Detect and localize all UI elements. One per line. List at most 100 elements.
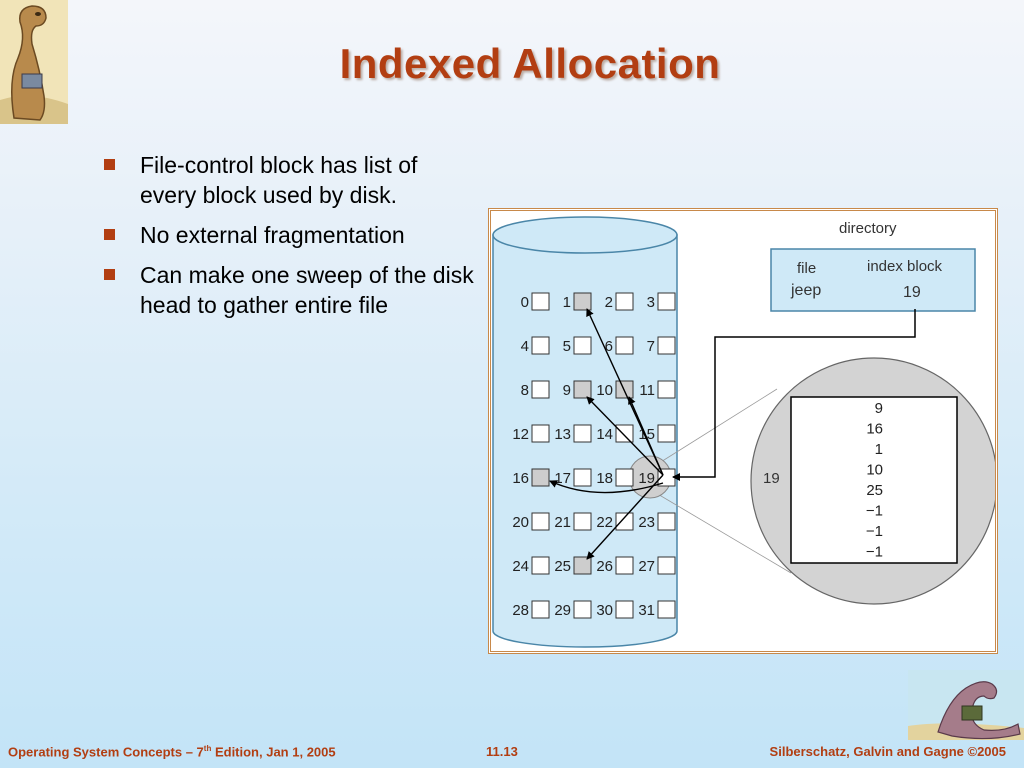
disk-block xyxy=(657,600,676,619)
disk-block-label: 22 xyxy=(596,514,613,531)
footer-page-number: 11.13 xyxy=(486,744,518,759)
disk-block xyxy=(615,556,634,575)
disk-block-label: 16 xyxy=(512,470,529,487)
disk-block xyxy=(657,292,676,311)
index-block-entry: 25 xyxy=(866,482,883,499)
zoom-line-top xyxy=(655,388,778,466)
pointer-arrow xyxy=(549,480,664,494)
index-block-entry: 10 xyxy=(866,462,883,479)
disk-block xyxy=(657,424,676,443)
disk-top xyxy=(492,216,678,254)
bullet-item: File-control block has list of every blo… xyxy=(104,150,474,210)
index-block-entry: 1 xyxy=(875,441,883,458)
disk-block-label: 6 xyxy=(605,338,613,355)
disk-block-label: 0 xyxy=(521,294,529,311)
disk-block xyxy=(573,380,592,399)
disk-block-label: 25 xyxy=(554,558,571,575)
disk-block-label: 28 xyxy=(512,602,529,619)
dinosaur-logo-bottom xyxy=(908,670,1024,740)
index-block-entry: −1 xyxy=(866,503,883,520)
disk-block xyxy=(615,468,634,487)
disk-block-label: 23 xyxy=(638,514,655,531)
disk-block xyxy=(573,424,592,443)
directory-index-block-value: 19 xyxy=(903,284,921,301)
disk-block-label: 10 xyxy=(596,382,613,399)
square-bullet-icon xyxy=(104,229,115,240)
directory-label: directory xyxy=(839,220,897,237)
disk-block xyxy=(531,380,550,399)
disk-block xyxy=(531,512,550,531)
index-block-entry: −1 xyxy=(866,544,883,561)
disk-block xyxy=(573,600,592,619)
disk-block-label: 26 xyxy=(596,558,613,575)
disk-block-label: 3 xyxy=(647,294,655,311)
index-block-entry: 16 xyxy=(866,421,883,438)
disk-block-label: 1 xyxy=(563,294,571,311)
directory-header-file: file xyxy=(797,260,816,277)
directory-table xyxy=(770,248,976,312)
disk-block-label: 11 xyxy=(639,382,655,399)
disk-block-label: 20 xyxy=(512,514,529,531)
disk-block xyxy=(615,424,634,443)
disk-block-label: 31 xyxy=(638,602,655,619)
directory-pointer-arrow xyxy=(672,309,916,481)
index-block-number: 19 xyxy=(763,470,780,487)
directory-file-name: jeep xyxy=(790,282,821,299)
disk-block xyxy=(573,512,592,531)
disk-block-label: 8 xyxy=(521,382,529,399)
disk-block-label: 14 xyxy=(596,426,613,443)
disk-block-label: 9 xyxy=(563,382,571,399)
bullet-text: File-control block has list of every blo… xyxy=(140,152,418,208)
disk-block xyxy=(615,336,634,355)
footer-book-title-text: Operating System Concepts – 7 xyxy=(8,744,204,760)
disk-block-label: 5 xyxy=(563,338,571,355)
disk-block xyxy=(615,292,634,311)
footer-copyright: Silberschatz, Galvin and Gagne ©2005 xyxy=(769,744,1006,759)
pointer-arrow xyxy=(586,474,664,560)
disk-block xyxy=(615,600,634,619)
disk-block-label: 4 xyxy=(521,338,529,355)
bullet-text: No external fragmentation xyxy=(140,222,405,248)
disk-block xyxy=(657,512,676,531)
disk-block xyxy=(657,336,676,355)
disk-block xyxy=(615,512,634,531)
disk-block xyxy=(573,292,592,311)
index-block-entries: 9 16 1 10 25 −1 −1 −1 xyxy=(866,400,883,561)
disk-block xyxy=(531,424,550,443)
disk-block xyxy=(657,380,676,399)
disk-block xyxy=(531,468,550,487)
disk-block-label: 2 xyxy=(605,294,613,311)
pointer-arrows xyxy=(549,308,664,560)
bullet-item: Can make one sweep of the disk head to g… xyxy=(104,260,474,320)
disk-block xyxy=(573,336,592,355)
disk-block-label: 27 xyxy=(638,558,655,575)
square-bullet-icon xyxy=(104,269,115,280)
footer-superscript: th xyxy=(203,744,212,753)
pointer-arrow xyxy=(586,396,664,476)
footer-edition-text: Edition, Jan 1, 2005 xyxy=(211,744,336,760)
disk-block-label: 17 xyxy=(554,470,571,487)
directory-header-index-block: index block xyxy=(867,258,943,275)
footer-book-title: Operating System Concepts – 7th Edition,… xyxy=(8,744,336,759)
bullet-list: File-control block has list of every blo… xyxy=(104,150,474,330)
disk-block xyxy=(573,468,592,487)
square-bullet-icon xyxy=(104,159,115,170)
bullet-item: No external fragmentation xyxy=(104,220,474,250)
slide-title: Indexed Allocation xyxy=(339,40,721,87)
pointer-arrow xyxy=(628,396,664,476)
disk-block xyxy=(531,556,550,575)
bullet-text: Can make one sweep of the disk head to g… xyxy=(140,262,474,318)
dinosaur-logo-top xyxy=(0,0,68,124)
disk-block xyxy=(573,556,592,575)
disk-block-label: 29 xyxy=(554,602,571,619)
disk-block-label: 12 xyxy=(512,426,529,443)
disk-block xyxy=(657,556,676,575)
zoom-line-bottom xyxy=(655,492,792,574)
index-block-entry: −1 xyxy=(866,523,883,540)
index-block-entry: 9 xyxy=(875,400,883,417)
disk-block-label: 21 xyxy=(554,514,571,531)
disk-block xyxy=(531,292,550,311)
